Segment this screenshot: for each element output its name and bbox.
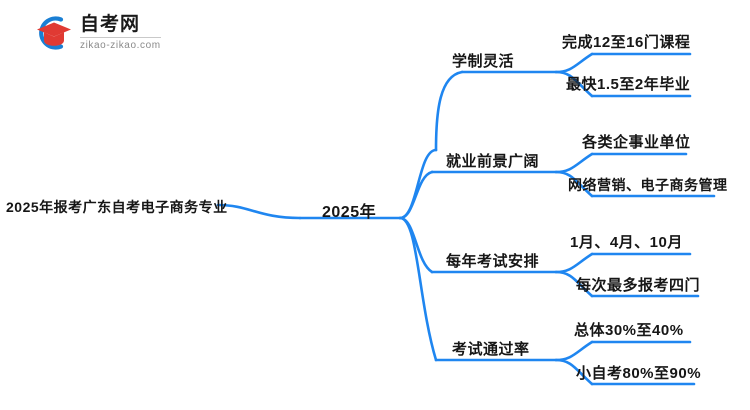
- logo-domain: zikao-zikao.com: [80, 40, 161, 51]
- edge-b1-child-2: [554, 70, 594, 98]
- mindmap-branch-node-4[interactable]: 考试通过率: [452, 341, 530, 358]
- mindmap-leaf-node-4-1[interactable]: 总体30%至40%: [574, 322, 684, 339]
- mindmap-branch-node-1[interactable]: 学制灵活: [452, 53, 515, 70]
- edge-b2-child-2: [554, 170, 594, 198]
- edge-center-branch-4a: [398, 216, 438, 362]
- logo-site-name: 自考网: [80, 15, 161, 38]
- edge-root-to-center: [216, 203, 302, 220]
- mindmap-leaf-node-2-1[interactable]: 各类企事业单位: [582, 134, 691, 151]
- mindmap-leaf-node-2-2[interactable]: 网络营销、电子商务管理: [568, 177, 728, 193]
- mindmap-root-node[interactable]: 2025年报考广东自考电子商务专业: [6, 199, 228, 215]
- mindmap-leaf-node-3-2[interactable]: 每次最多报考四门: [576, 277, 701, 294]
- mindmap-leaf-node-3-1[interactable]: 1月、4月、10月: [570, 234, 683, 251]
- edge-branch-1-riser: [434, 70, 464, 152]
- edge-center-branch-3a: [398, 216, 434, 274]
- mindmap-leaf-node-4-2[interactable]: 小自考80%至90%: [576, 365, 702, 382]
- edge-b3-child-2: [554, 270, 594, 298]
- edge-b3-child-1: [554, 252, 594, 274]
- mindmap-center-node[interactable]: 2025年: [322, 204, 377, 221]
- edge-center-branch-1a: [398, 148, 438, 220]
- site-logo: 自考网 zikao-zikao.com: [30, 10, 230, 56]
- edge-center-branch-2a: [398, 170, 434, 220]
- mindmap-branch-node-2[interactable]: 就业前景广阔: [446, 153, 540, 170]
- mindmap-branch-node-3[interactable]: 每年考试安排: [446, 253, 540, 270]
- mindmap-leaf-node-1-1[interactable]: 完成12至16门课程: [562, 34, 691, 51]
- logo-mark-icon: [30, 12, 74, 54]
- mindmap-leaf-node-1-2[interactable]: 最快1.5至2年毕业: [566, 76, 691, 93]
- edge-b4-child-1: [554, 340, 594, 362]
- edge-b1-child-1: [554, 52, 594, 74]
- edge-b4-child-2: [554, 358, 594, 386]
- edge-b2-child-1: [554, 152, 594, 174]
